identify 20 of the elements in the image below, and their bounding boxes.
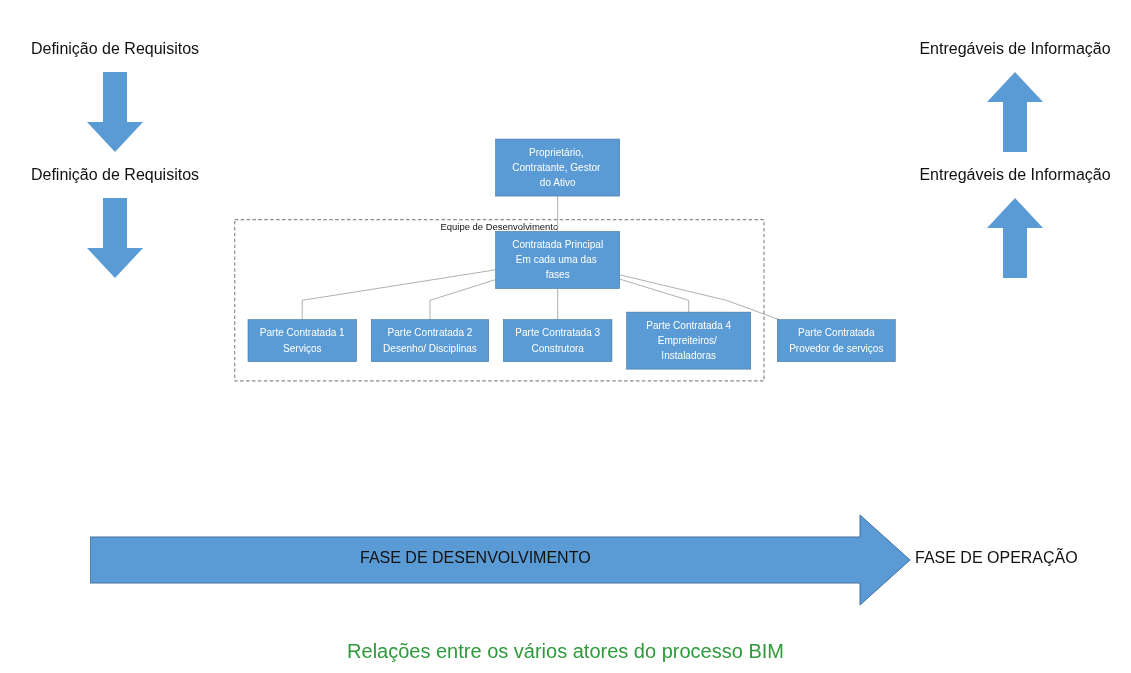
label-text: Entregáveis de Informação — [919, 40, 1111, 58]
connector — [557, 195, 559, 232]
connector — [429, 279, 497, 321]
connector — [557, 288, 559, 321]
caption: Relações entre os vários atores do processo BIM — [346, 640, 785, 663]
node-box: Contratada Principal Em cada uma das fases — [495, 231, 620, 289]
node-box: Proprietário, Contratante, Gestor do Ativo — [495, 138, 620, 197]
connector — [619, 274, 780, 321]
label-text: Entregáveis de Informação — [919, 166, 1111, 184]
label-text: Definição de Requisitos — [30, 166, 200, 184]
node-box: Parte Contratada Provedor de serviços — [777, 319, 896, 362]
node-box: Parte Contratada 4 Empreiteiros/ Instaladoras — [626, 311, 752, 370]
node-box: Parte Contratada 1 Serviços — [247, 319, 357, 362]
connector — [619, 278, 690, 313]
label-text: FASE DE DESENVOLVIMENTO — [360, 549, 591, 567]
node-box: Parte Contratada 3 Construtora — [503, 319, 613, 362]
label-text: Definição de Requisitos — [30, 40, 200, 58]
label-text: FASE DE OPERAÇÃO — [915, 549, 1078, 567]
node-box: Parte Contratada 2 Desenho/ Disciplinas — [370, 319, 489, 362]
connector — [301, 269, 497, 321]
